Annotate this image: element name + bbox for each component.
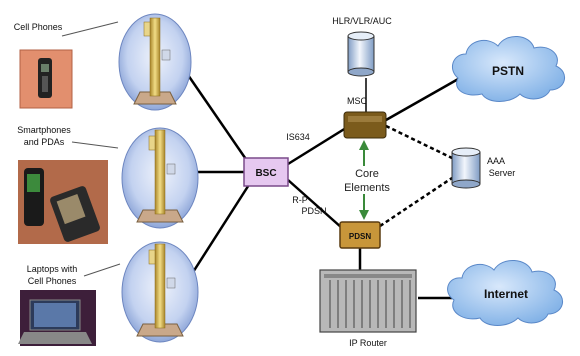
bsc-label: BSC — [255, 168, 276, 179]
core-elements: Core Elements — [340, 140, 390, 220]
msc-box — [343, 111, 387, 139]
link-tower1-bsc — [186, 74, 254, 169]
msc-label: MSC — [347, 96, 368, 106]
base-station-1 — [118, 13, 192, 111]
base-station-2 — [121, 127, 199, 229]
smartphones-label-line2: and PDAs — [24, 137, 65, 147]
aaa-server: AAA Server — [451, 147, 516, 189]
link-msc-pstn — [385, 76, 461, 122]
aaa-label-line2: Server — [489, 168, 516, 178]
core-label-line2: Elements — [344, 182, 390, 194]
link-tower3-bsc — [186, 179, 254, 281]
router-chassis — [319, 269, 417, 333]
is634-label: IS634 — [286, 132, 310, 142]
smartphones-device: Smartphones and PDAs — [17, 125, 119, 244]
pstn-cloud-shape — [451, 36, 565, 102]
link-bsc-pdsn — [287, 179, 343, 229]
link-bsc-msc — [287, 126, 347, 166]
base-station-3 — [121, 241, 199, 343]
link-msc-aaa — [385, 124, 453, 160]
laptops-label-line1: Laptops with — [27, 264, 78, 274]
router-label: IP Router — [349, 338, 387, 348]
laptops-label-line2: Cell Phones — [28, 276, 77, 286]
bsc-node: BSC — [243, 157, 289, 187]
pdsn-node: PDSN — [339, 221, 381, 249]
cell-phones-label: Cell Phones — [14, 22, 63, 32]
tower-1-mast — [149, 17, 161, 97]
cell-phones-device: Cell Phones — [14, 21, 119, 109]
core-label-line1: Core — [355, 168, 379, 180]
connections — [186, 74, 461, 300]
internet-cloud: Internet — [447, 260, 563, 326]
aaa-database-top — [451, 147, 481, 157]
smartphones-label-line1: Smartphones — [17, 125, 71, 135]
pdsn-box — [339, 221, 381, 249]
pstn-label: PSTN — [492, 64, 524, 78]
internet-label: Internet — [484, 287, 528, 301]
rp-label: R-P — [292, 195, 308, 205]
hlr-database: HLR/VLR/AUC — [332, 16, 392, 77]
bsc-box — [243, 157, 289, 187]
pdsn-box-label: PDSN — [349, 232, 371, 241]
router-slots — [329, 280, 411, 328]
aaa-label-line1: AAA — [487, 156, 505, 166]
tower-2-mast — [154, 129, 166, 215]
dashed-connections — [379, 124, 453, 228]
link-pdsn-aaa — [379, 176, 453, 228]
hlr-database-top — [347, 31, 375, 41]
msc-node: MSC — [343, 96, 387, 139]
ip-router: IP Router — [319, 269, 417, 348]
laptops-device: Laptops with Cell Phones — [18, 263, 121, 346]
tower-3-mast — [154, 243, 166, 329]
core-arrow-up-icon — [359, 140, 369, 150]
pdsn-link-label: PDSN — [301, 206, 326, 216]
core-arrow-down-icon — [359, 210, 369, 220]
internet-cloud-shape — [447, 260, 563, 326]
hlr-label: HLR/VLR/AUC — [332, 16, 392, 26]
pstn-cloud: PSTN — [451, 36, 565, 102]
